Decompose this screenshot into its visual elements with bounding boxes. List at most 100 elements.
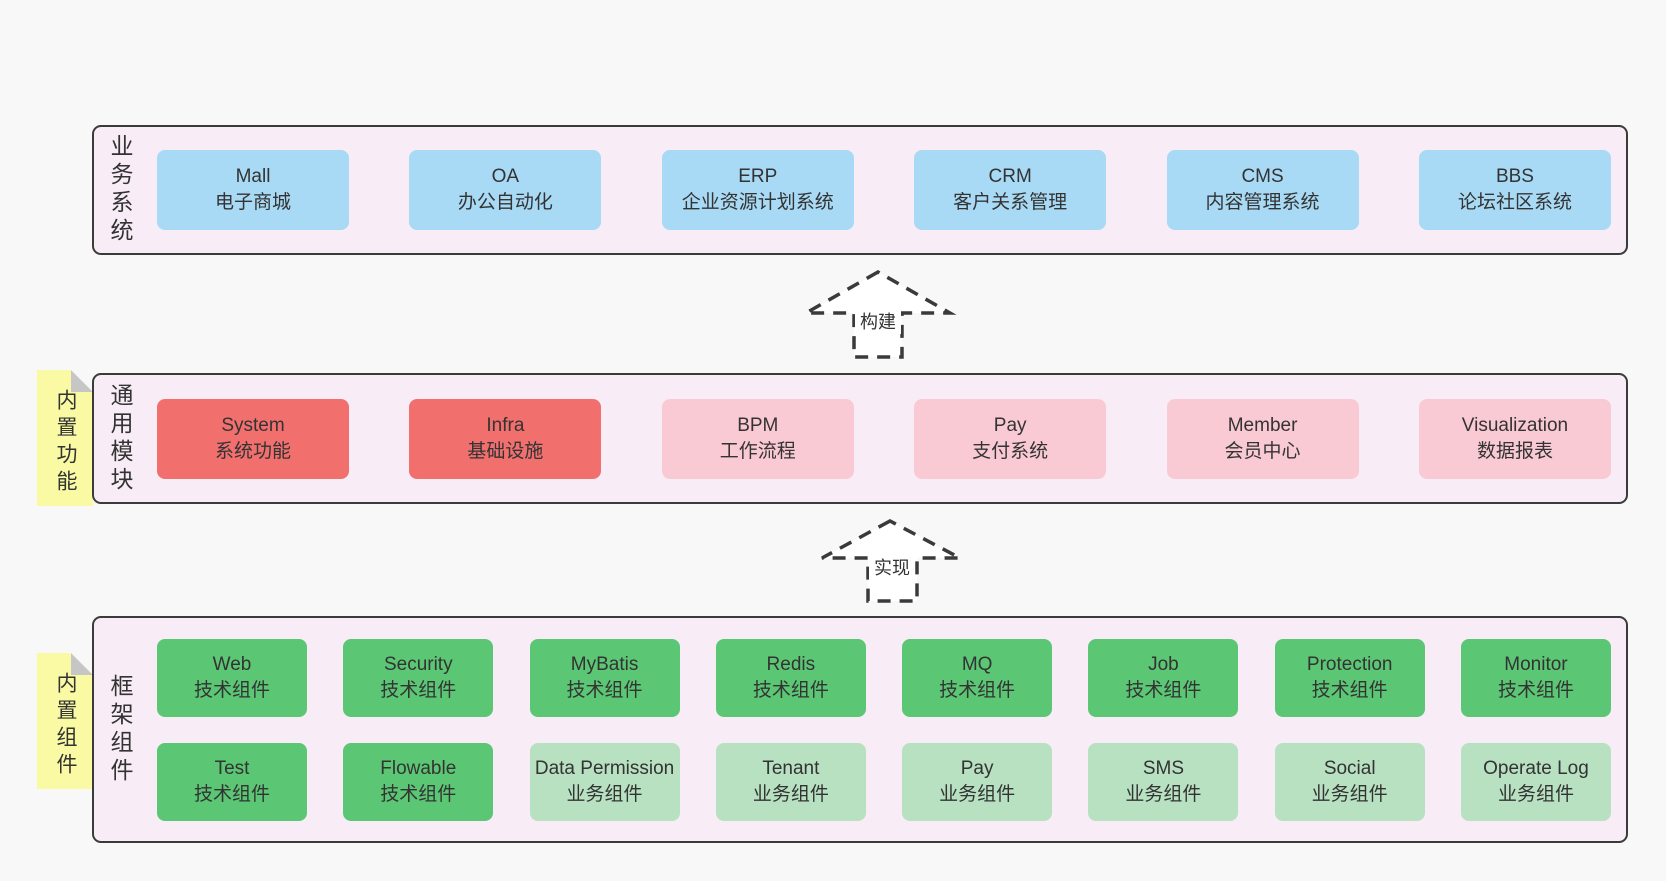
sticky-note-builtin-features: 内置功能 xyxy=(37,370,93,506)
node-protection: Protection 技术组件 xyxy=(1274,638,1425,717)
node-mq: MQ 技术组件 xyxy=(902,638,1053,717)
node-subtitle: 技术组件 xyxy=(193,679,270,701)
node-title: MyBatis xyxy=(570,653,639,675)
node-subtitle: 支付系统 xyxy=(972,440,1049,462)
node-subtitle: 基础设施 xyxy=(467,440,544,462)
node-pay-biz: Pay 业务组件 xyxy=(902,742,1053,821)
node-title: Mall xyxy=(235,166,271,187)
node-title: Protection xyxy=(1306,653,1393,675)
layer-common-modules: 通用模块 System 系统功能 Infra 基础设施 BPM 工作流程 Pay… xyxy=(92,373,1628,504)
node-subtitle: 工作流程 xyxy=(719,440,796,462)
layer-framework-components: 框架组件 Web 技术组件 Security 技术组件 MyBatis 技术组件… xyxy=(92,616,1628,843)
node-title: BBS xyxy=(1495,166,1534,187)
node-subtitle: 技术组件 xyxy=(566,679,643,701)
layer-label-common-modules: 通用模块 xyxy=(107,382,133,495)
node-subtitle: 会员中心 xyxy=(1224,440,1301,462)
node-web: Web 技术组件 xyxy=(157,638,307,717)
node-title: OA xyxy=(491,166,520,187)
node-flowable: Flowable 技术组件 xyxy=(343,742,494,821)
node-subtitle: 系统功能 xyxy=(214,440,291,462)
node-title: ERP xyxy=(738,166,778,187)
node-oa: OA 办公自动化 xyxy=(409,150,602,230)
node-cms: CMS 内容管理系统 xyxy=(1166,150,1359,230)
node-job: Job 技术组件 xyxy=(1088,638,1239,717)
node-title: System xyxy=(221,414,285,436)
component-nodes-grid: Web 技术组件 Security 技术组件 MyBatis 技术组件 Redi… xyxy=(137,618,1626,841)
node-member: Member 会员中心 xyxy=(1166,398,1359,479)
node-title: Operate Log xyxy=(1483,757,1589,779)
node-data-permission: Data Permission 业务组件 xyxy=(529,742,680,821)
node-subtitle: 技术组件 xyxy=(752,679,829,701)
node-title: CRM xyxy=(988,166,1032,187)
component-row-2: Test 技术组件 Flowable 技术组件 Data Permission … xyxy=(157,742,1611,821)
node-subtitle: 技术组件 xyxy=(380,679,457,701)
node-subtitle: 业务组件 xyxy=(1311,783,1388,805)
node-subtitle: 客户关系管理 xyxy=(953,192,1068,213)
sticky-note-builtin-components: 内置组件 xyxy=(37,653,93,789)
arrow-implement-label: 实现 xyxy=(869,556,915,580)
node-mall: Mall 电子商城 xyxy=(157,150,349,230)
node-title: Redis xyxy=(766,653,816,675)
node-subtitle: 企业资源计划系统 xyxy=(681,192,834,213)
node-title: Tenant xyxy=(762,757,820,779)
node-title: Pay xyxy=(960,757,994,779)
node-title: Job xyxy=(1148,653,1179,675)
node-monitor: Monitor 技术组件 xyxy=(1460,638,1611,717)
component-row-1: Web 技术组件 Security 技术组件 MyBatis 技术组件 Redi… xyxy=(157,638,1611,717)
node-subtitle: 技术组件 xyxy=(380,783,457,805)
node-title: Flowable xyxy=(380,757,457,779)
node-subtitle: 业务组件 xyxy=(1497,783,1574,805)
node-subtitle: 业务组件 xyxy=(939,783,1016,805)
node-title: Social xyxy=(1323,757,1376,779)
node-subtitle: 技术组件 xyxy=(1311,679,1388,701)
sticky-fold-corner xyxy=(71,653,93,675)
node-title: Member xyxy=(1227,414,1298,436)
node-infra: Infra 基础设施 xyxy=(409,398,602,479)
node-subtitle: 业务组件 xyxy=(566,783,643,805)
node-security: Security 技术组件 xyxy=(343,638,494,717)
module-nodes-row: System 系统功能 Infra 基础设施 BPM 工作流程 Pay 支付系统… xyxy=(137,375,1626,502)
sticky-note-label: 内置功能 xyxy=(54,389,77,497)
layer-label-framework-components: 框架组件 xyxy=(107,673,133,786)
node-title: Test xyxy=(214,757,250,779)
node-system: System 系统功能 xyxy=(157,398,349,479)
layer-business-systems: 业务系统 Mall 电子商城 OA 办公自动化 ERP 企业资源计划系统 CRM… xyxy=(92,125,1628,255)
node-subtitle: 内容管理系统 xyxy=(1205,192,1320,213)
node-subtitle: 论坛社区系统 xyxy=(1457,192,1572,213)
business-nodes-row: Mall 电子商城 OA 办公自动化 ERP 企业资源计划系统 CRM 客户关系… xyxy=(137,127,1626,253)
node-subtitle: 电子商城 xyxy=(214,192,291,213)
node-title: MQ xyxy=(961,653,993,675)
node-title: BPM xyxy=(737,414,779,436)
node-subtitle: 技术组件 xyxy=(193,783,270,805)
node-subtitle: 技术组件 xyxy=(1497,679,1574,701)
node-subtitle: 技术组件 xyxy=(939,679,1016,701)
node-test: Test 技术组件 xyxy=(157,742,307,821)
node-pay: Pay 支付系统 xyxy=(914,398,1107,479)
node-mybatis: MyBatis 技术组件 xyxy=(529,638,680,717)
up-arrow-build: 构建 xyxy=(798,266,958,361)
node-subtitle: 业务组件 xyxy=(752,783,829,805)
node-title: Security xyxy=(383,653,453,675)
node-crm: CRM 客户关系管理 xyxy=(914,150,1107,230)
node-social: Social 业务组件 xyxy=(1274,742,1425,821)
sticky-note-label: 内置组件 xyxy=(54,672,77,780)
arrow-build-label: 构建 xyxy=(855,310,901,334)
node-title: Monitor xyxy=(1504,653,1568,675)
node-title: Visualization xyxy=(1461,414,1569,436)
node-erp: ERP 企业资源计划系统 xyxy=(661,150,854,230)
node-visualization: Visualization 数据报表 xyxy=(1418,398,1611,479)
node-tenant: Tenant 业务组件 xyxy=(715,742,866,821)
node-subtitle: 数据报表 xyxy=(1476,440,1553,462)
layer-label-business-systems: 业务系统 xyxy=(107,134,133,246)
node-title: Infra xyxy=(486,414,525,436)
node-title: SMS xyxy=(1142,757,1184,779)
up-arrow-implement: 实现 xyxy=(817,516,967,606)
node-operate-log: Operate Log 业务组件 xyxy=(1460,742,1611,821)
node-bpm: BPM 工作流程 xyxy=(661,398,854,479)
node-subtitle: 技术组件 xyxy=(1125,679,1202,701)
node-redis: Redis 技术组件 xyxy=(715,638,866,717)
node-subtitle: 业务组件 xyxy=(1125,783,1202,805)
node-title: Pay xyxy=(993,414,1027,436)
node-title: Data Permission xyxy=(534,757,675,779)
node-title: Web xyxy=(212,653,252,675)
